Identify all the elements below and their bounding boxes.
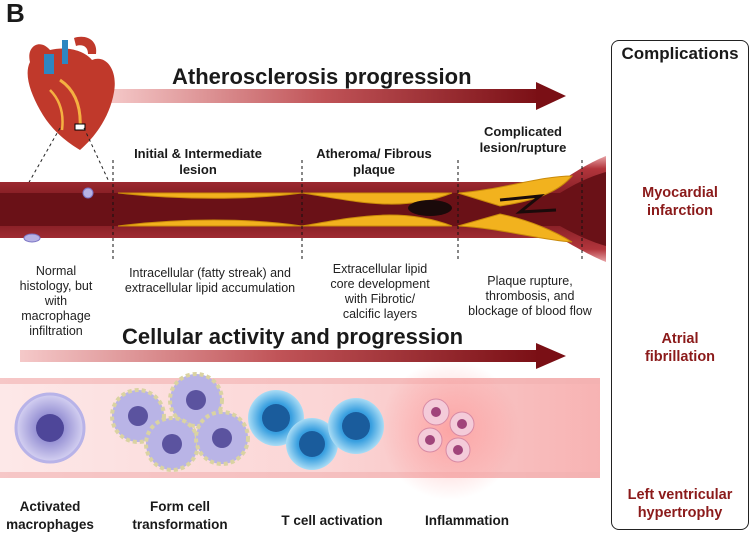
artery-cross-section (0, 156, 606, 262)
desc-atheroma-line: core development (330, 277, 430, 291)
cellular-title: Cellular activity and progression (122, 324, 464, 349)
inflammation-cells (417, 398, 475, 463)
desc-atheroma-line: with Fibrotic/ (344, 292, 416, 306)
cell-label-line: T cell activation (281, 513, 383, 528)
progression-arrow (108, 82, 566, 110)
desc-complicated-line: thrombosis, and (485, 289, 575, 303)
complication-label-line: Left ventricular (627, 487, 733, 503)
desc-atheroma-line: Extracellular lipid (332, 262, 428, 276)
complications-panel (611, 40, 749, 530)
stage-complicated-line2: lesion/rupture (479, 140, 567, 155)
desc-normal-line: macrophage (21, 309, 91, 323)
label-form-cell: Form cell transformation (110, 498, 250, 534)
desc-initial: Intracellular (fatty streak) and extrace… (112, 266, 308, 296)
desc-initial-line: Intracellular (fatty streak) and (129, 266, 291, 280)
progression-title: Atherosclerosis progression (172, 64, 472, 89)
label-t-cell: T cell activation (262, 512, 402, 530)
desc-initial-line: extracellular lipid accumulation (124, 281, 296, 295)
desc-complicated-line: blockage of blood flow (468, 304, 592, 318)
desc-normal-line: with (44, 294, 68, 308)
desc-normal: Normal histology, but with macrophage in… (6, 264, 106, 339)
macrophage-cell (14, 392, 86, 464)
cell-label-line: Activated (19, 499, 81, 514)
desc-normal-line: histology, but (19, 279, 93, 293)
desc-complicated-line: Plaque rupture, (487, 274, 573, 288)
complication-lv-hypertrophy: Left ventricular hypertrophy (611, 486, 749, 522)
desc-complicated: Plaque rupture, thrombosis, and blockage… (452, 274, 608, 319)
stage-atheroma: Atheroma/ Fibrous plaque (306, 146, 442, 178)
stage-complicated-line1: Complicated (483, 124, 562, 139)
desc-normal-line: Normal (35, 264, 77, 278)
label-activated-macrophages: Activated macrophages (0, 498, 100, 534)
complication-myocardial-infarction: Myocardial infarction (611, 184, 749, 220)
stage-atheroma-line2: plaque (353, 162, 395, 177)
cellular-arrow (20, 343, 566, 369)
complication-label-line: Myocardial (642, 185, 718, 201)
t-cells (248, 390, 384, 470)
foam-cells (110, 372, 250, 472)
heart-icon (27, 36, 115, 150)
cell-label-line: Inflammation (424, 513, 509, 528)
complication-label-line: hypertrophy (637, 505, 723, 521)
stage-initial-line2: lesion (179, 162, 217, 177)
stage-initial: Initial & Intermediate lesion (118, 146, 278, 178)
desc-atheroma-line: calcific layers (342, 307, 418, 321)
cell-label-line: macrophages (6, 517, 94, 532)
stage-initial-line1: Initial & Intermediate (134, 146, 262, 161)
complication-atrial-fibrillation: Atrial fibrillation (611, 330, 749, 366)
stage-complicated: Complicated lesion/rupture (468, 124, 578, 156)
desc-atheroma: Extracellular lipid core development wit… (314, 262, 446, 322)
cell-label-line: transformation (132, 517, 228, 532)
desc-normal-line: infiltration (29, 324, 83, 338)
complication-label-line: infarction (646, 203, 714, 219)
complication-label-line: fibrillation (644, 349, 716, 365)
complications-title: Complications (621, 44, 739, 63)
cell-label-line: Form cell (149, 499, 211, 514)
panel-letter: B (6, 0, 25, 28)
label-inflammation: Inflammation (404, 512, 530, 530)
complication-label-line: Atrial (661, 331, 699, 347)
stage-atheroma-line1: Atheroma/ Fibrous (316, 146, 432, 161)
